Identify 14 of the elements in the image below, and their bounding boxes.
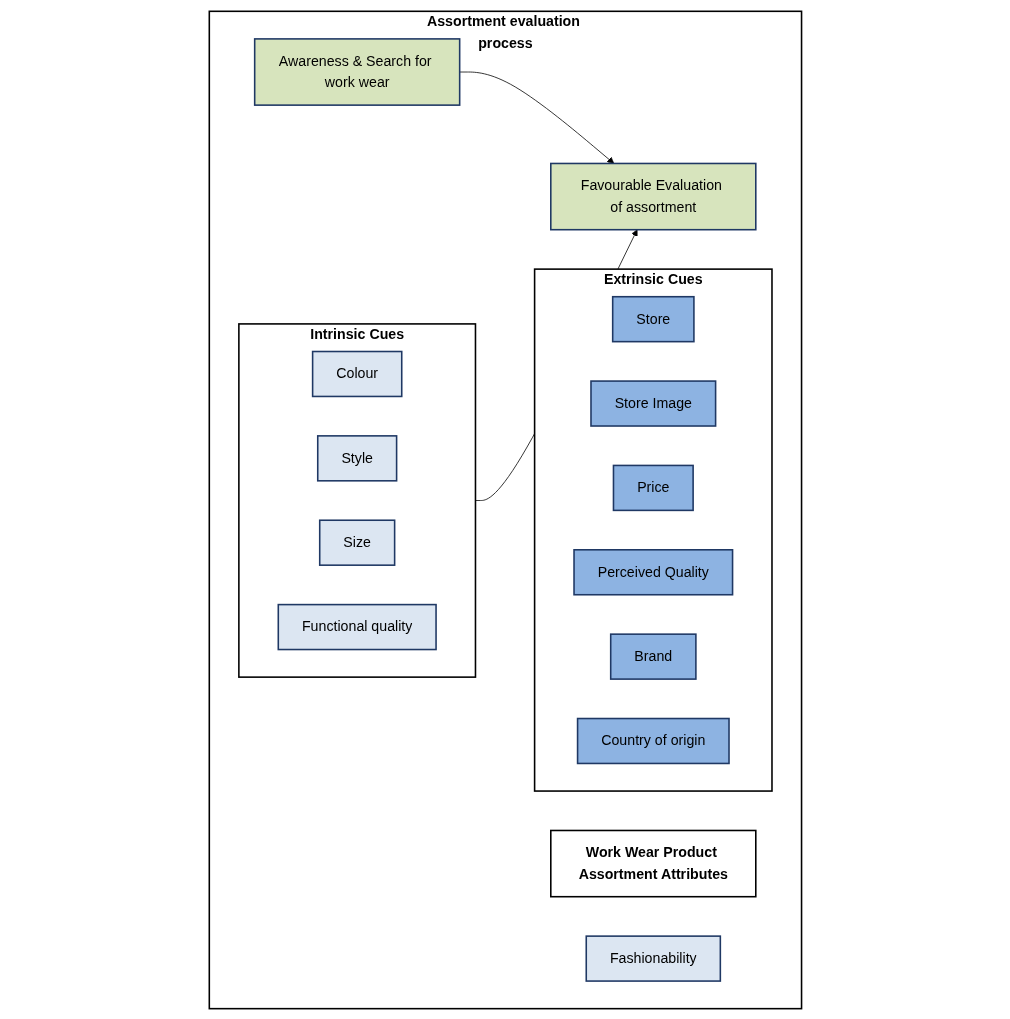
node-box: Perceived Quality (572, 548, 733, 596)
node-box: Price (612, 464, 694, 511)
node-box: Fashionability (585, 934, 721, 982)
node-box: Brand (609, 632, 697, 680)
node-box: Country of origin (576, 717, 730, 764)
node-box: Functional quality (277, 603, 437, 650)
node-box: Store (611, 295, 695, 342)
node-box: Store Image (589, 379, 716, 427)
node-box: Colour (311, 350, 403, 397)
node-box: Favourable Evaluation of assortment (549, 162, 757, 230)
node-box: Awareness & Search for work wear (253, 37, 461, 106)
node-box: Style (316, 434, 397, 482)
node-box: Work Wear Product Assortment Attributes (549, 829, 757, 897)
node-box: Size (318, 518, 395, 566)
